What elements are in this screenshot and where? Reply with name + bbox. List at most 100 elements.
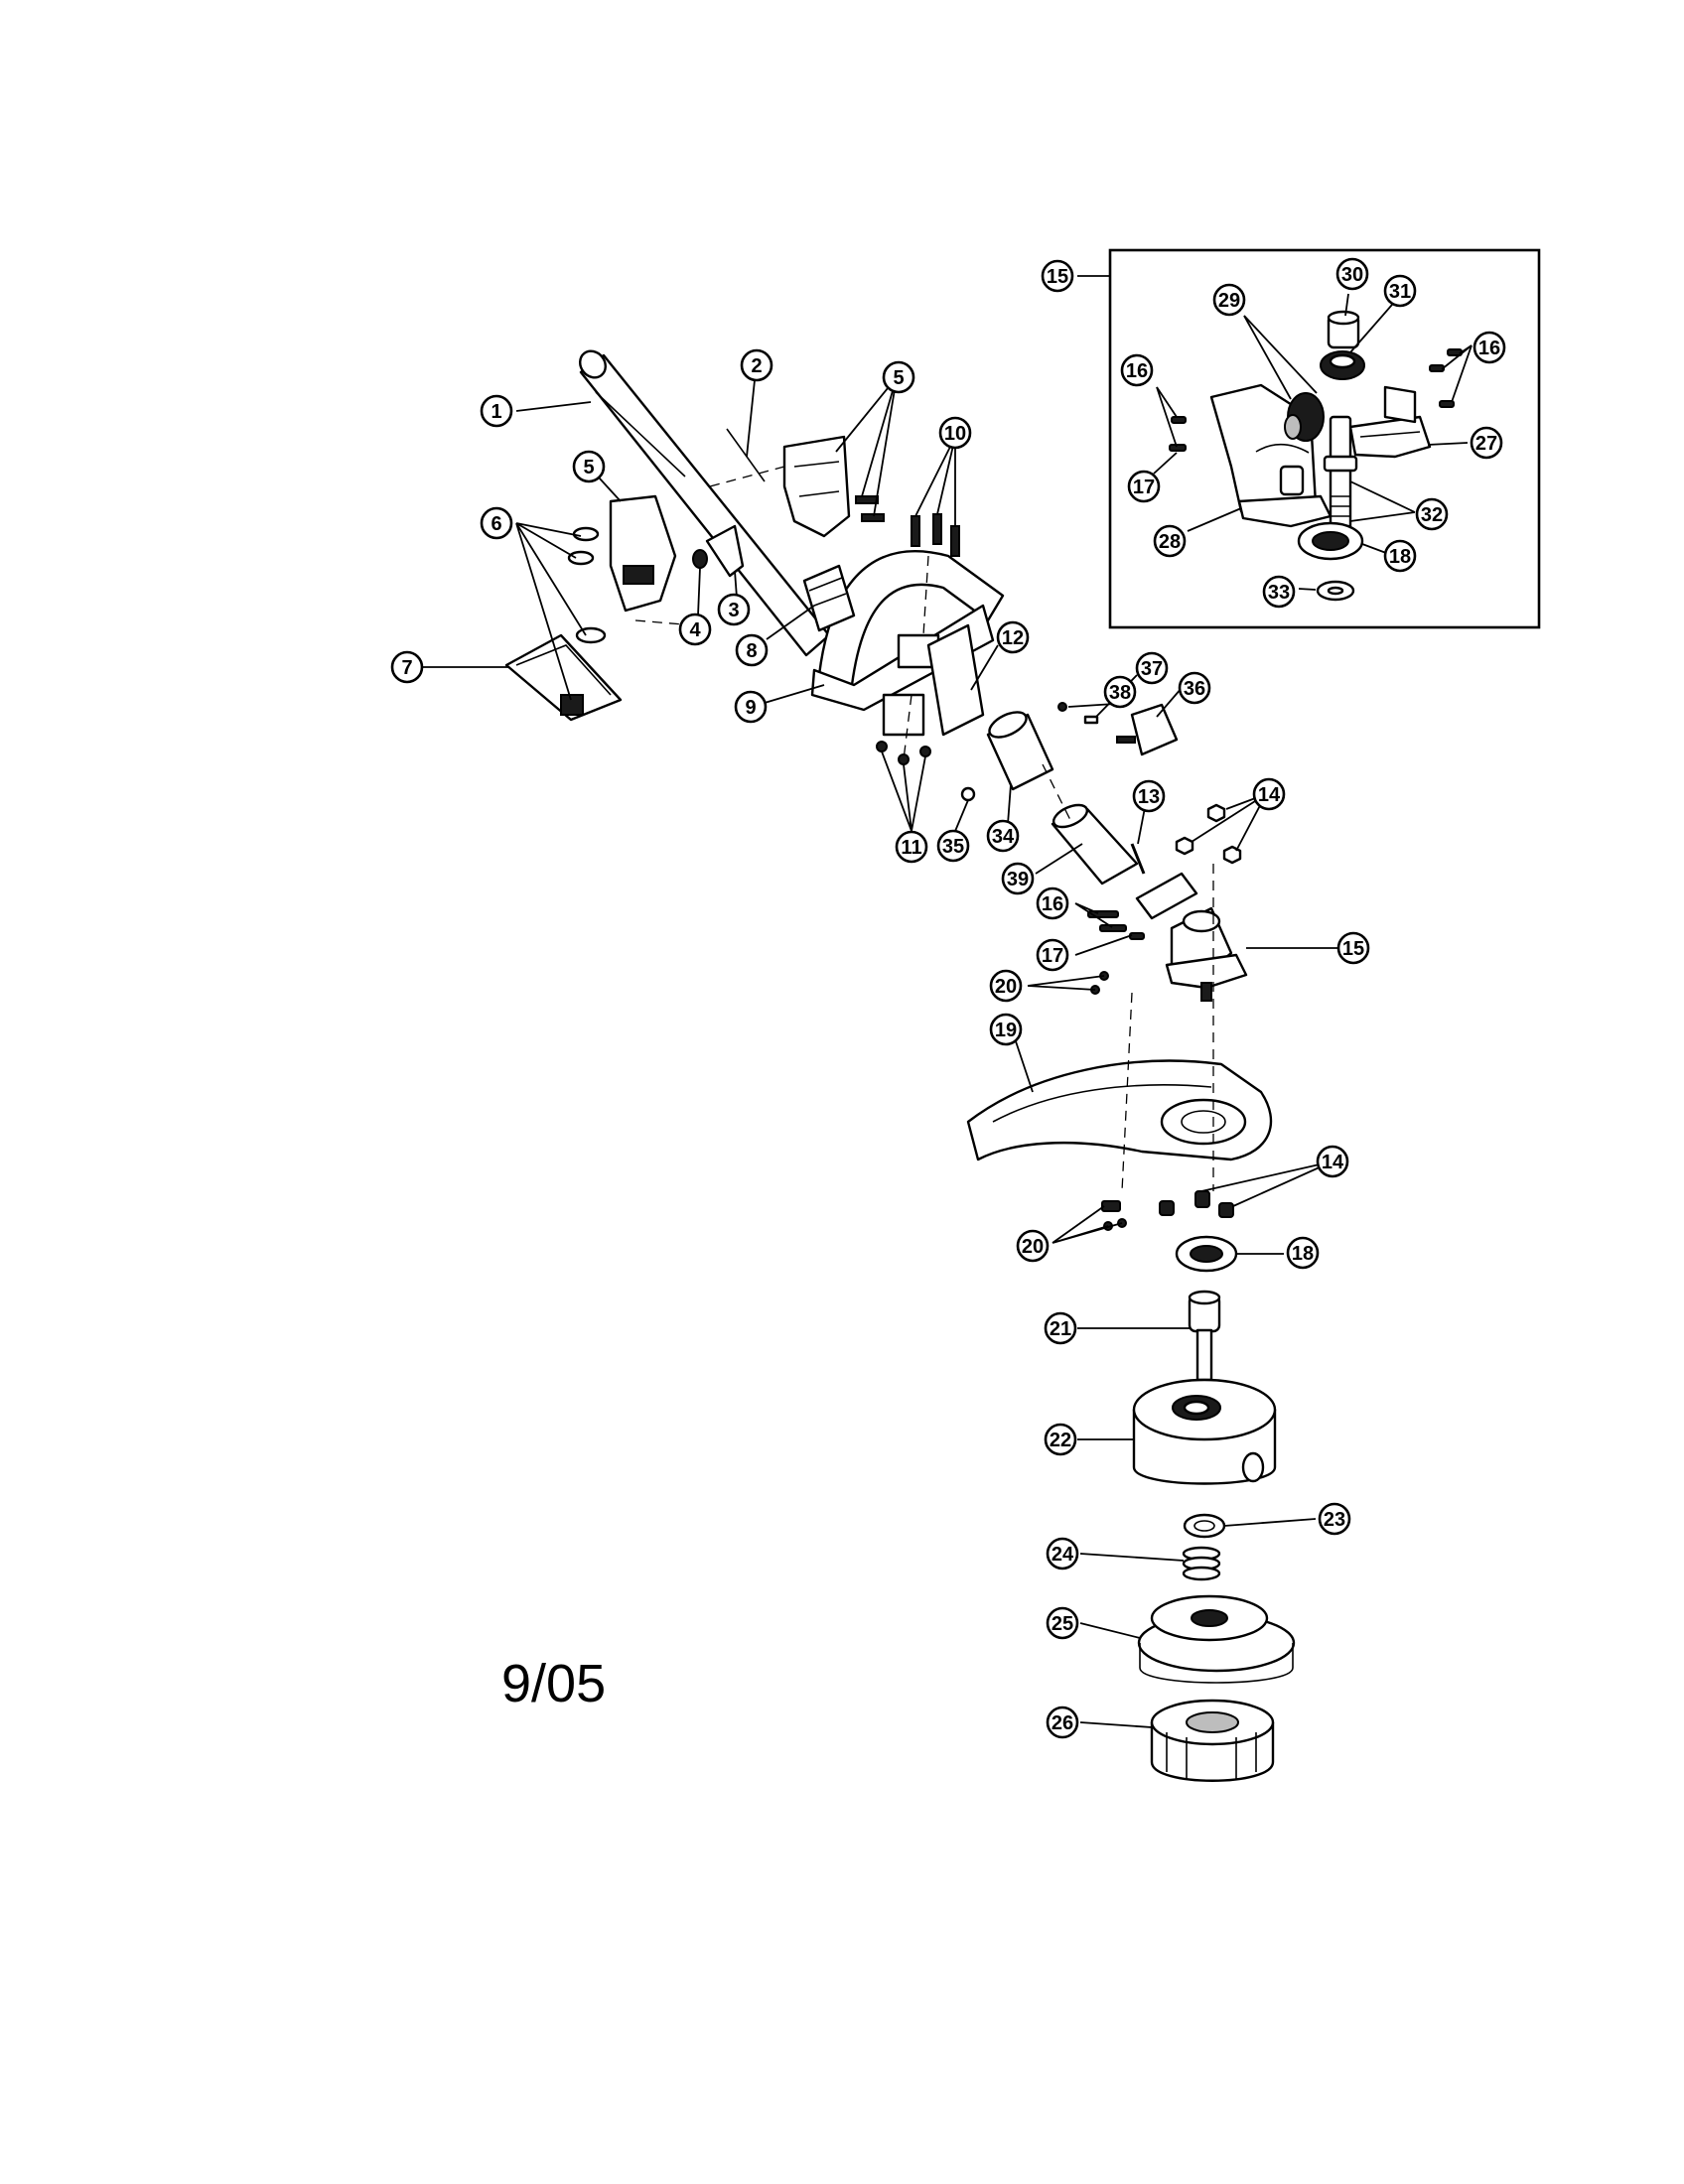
bearing-18-inset [1297, 521, 1364, 561]
callout-c1: 1 [480, 394, 513, 428]
callout-circle [1046, 1537, 1079, 1570]
callout-label: 29 [1218, 290, 1240, 312]
callout-c14b: 14 [1316, 1145, 1349, 1178]
date-code: 9/05 [501, 1654, 607, 1713]
nuts-11 [876, 741, 931, 765]
callout-c38: 38 [1103, 675, 1137, 709]
callout-circle [1135, 651, 1169, 685]
leader-lines [422, 376, 1338, 1728]
switch-harness-6-7 [504, 526, 623, 722]
bearing-18-main [1175, 1235, 1238, 1273]
bolt-21 [1188, 1290, 1221, 1382]
ball-38 [1057, 702, 1067, 712]
callout-c15b: 15 [1336, 931, 1370, 965]
callout-label: 13 [1138, 786, 1160, 808]
callout-c7: 7 [390, 650, 424, 684]
callout-label: 14 [1322, 1152, 1344, 1173]
callout-c11: 11 [895, 830, 928, 864]
callout-circle [1046, 1706, 1079, 1739]
nuts-14-top [1175, 803, 1242, 865]
callout-circle [1016, 1229, 1050, 1263]
bevel-gear-31 [1320, 350, 1365, 380]
callout-c16b: 16 [1473, 331, 1506, 364]
knob-36 [1116, 703, 1179, 756]
washer-23 [1183, 1513, 1226, 1539]
gearbox-bracket-27 [1348, 385, 1432, 459]
callout-c39: 39 [1001, 862, 1035, 895]
callout-c20b: 20 [1016, 1229, 1050, 1263]
callout-label: 20 [995, 976, 1017, 998]
gearbox-inset [1077, 248, 1541, 629]
callout-label: 25 [1052, 1613, 1073, 1635]
callout-label: 38 [1109, 682, 1131, 704]
callout-c6: 6 [480, 506, 513, 540]
callout-circle [1178, 671, 1211, 705]
callout-circle [895, 830, 928, 864]
callout-label: 17 [1133, 477, 1155, 498]
callout-c13: 13 [1132, 779, 1166, 813]
callout-label: 18 [1292, 1243, 1314, 1265]
callout-c16c: 16 [1036, 887, 1069, 920]
callout-label: 7 [401, 657, 412, 679]
callout-label: 16 [1478, 338, 1500, 359]
callout-c35: 35 [936, 829, 970, 863]
callout-circle [989, 969, 1023, 1003]
callout-circle [735, 633, 769, 667]
callout-c9: 9 [734, 690, 768, 724]
callout-c29: 29 [1212, 283, 1246, 317]
callout-label: 4 [689, 619, 701, 641]
inset-frame [1108, 248, 1541, 629]
housing-half-5-upper [782, 435, 851, 538]
callout-label: 12 [1002, 627, 1024, 649]
callout-circle [996, 620, 1030, 654]
callout-label: 2 [751, 355, 762, 377]
pin-13 [1130, 843, 1146, 875]
callout-label: 20 [1022, 1236, 1044, 1258]
housing-half-5-lower [609, 494, 677, 613]
callout-c20a: 20 [989, 969, 1023, 1003]
callout-circle [1383, 539, 1417, 573]
callout-circle [1316, 1145, 1349, 1178]
callout-label: 11 [901, 837, 921, 859]
callout-label: 6 [491, 513, 501, 535]
callout-circle [1044, 1423, 1077, 1456]
callout-circle [1044, 1311, 1077, 1345]
callout-circle [480, 506, 513, 540]
screws-10 [855, 495, 960, 557]
callout-label: 26 [1052, 1712, 1073, 1734]
spring-24 [1182, 1546, 1221, 1581]
callout-c2: 2 [740, 348, 773, 382]
callout-label: 15 [1342, 938, 1364, 960]
callout-label: 35 [942, 836, 964, 858]
screws-14-bottom [1159, 1190, 1234, 1218]
callout-c37: 37 [1135, 651, 1169, 685]
callout-circle [1336, 931, 1370, 965]
bevel-gear-29 [1284, 392, 1325, 442]
callout-label: 9 [745, 697, 756, 719]
callout-label: 15 [1047, 266, 1068, 288]
callout-circle [1001, 862, 1035, 895]
callout-circle [1473, 331, 1506, 364]
sleeve-39 [1051, 803, 1139, 886]
pins-20-top [1090, 971, 1109, 995]
callout-c32: 32 [1415, 497, 1449, 531]
callout-label: 16 [1126, 360, 1148, 382]
callout-c15a: 15 [1041, 259, 1074, 293]
callout-circle [938, 416, 972, 450]
spool-25 [1137, 1594, 1296, 1684]
handle-clamp-12 [882, 623, 985, 737]
callout-circle [1470, 426, 1503, 460]
callout-c17b: 17 [1036, 938, 1069, 972]
callout-circle [1318, 1502, 1351, 1536]
spindle-32 [1323, 415, 1358, 538]
callout-c28: 28 [1153, 524, 1187, 558]
callout-label: 39 [1007, 869, 1029, 890]
callout-circle [1286, 1236, 1320, 1270]
callout-c5a: 5 [882, 360, 915, 394]
callout-c5b: 5 [572, 450, 606, 483]
callout-label: 5 [583, 457, 594, 478]
callout-circle [1153, 524, 1187, 558]
callout-label: 30 [1341, 264, 1363, 286]
screw-37 [1083, 715, 1099, 725]
